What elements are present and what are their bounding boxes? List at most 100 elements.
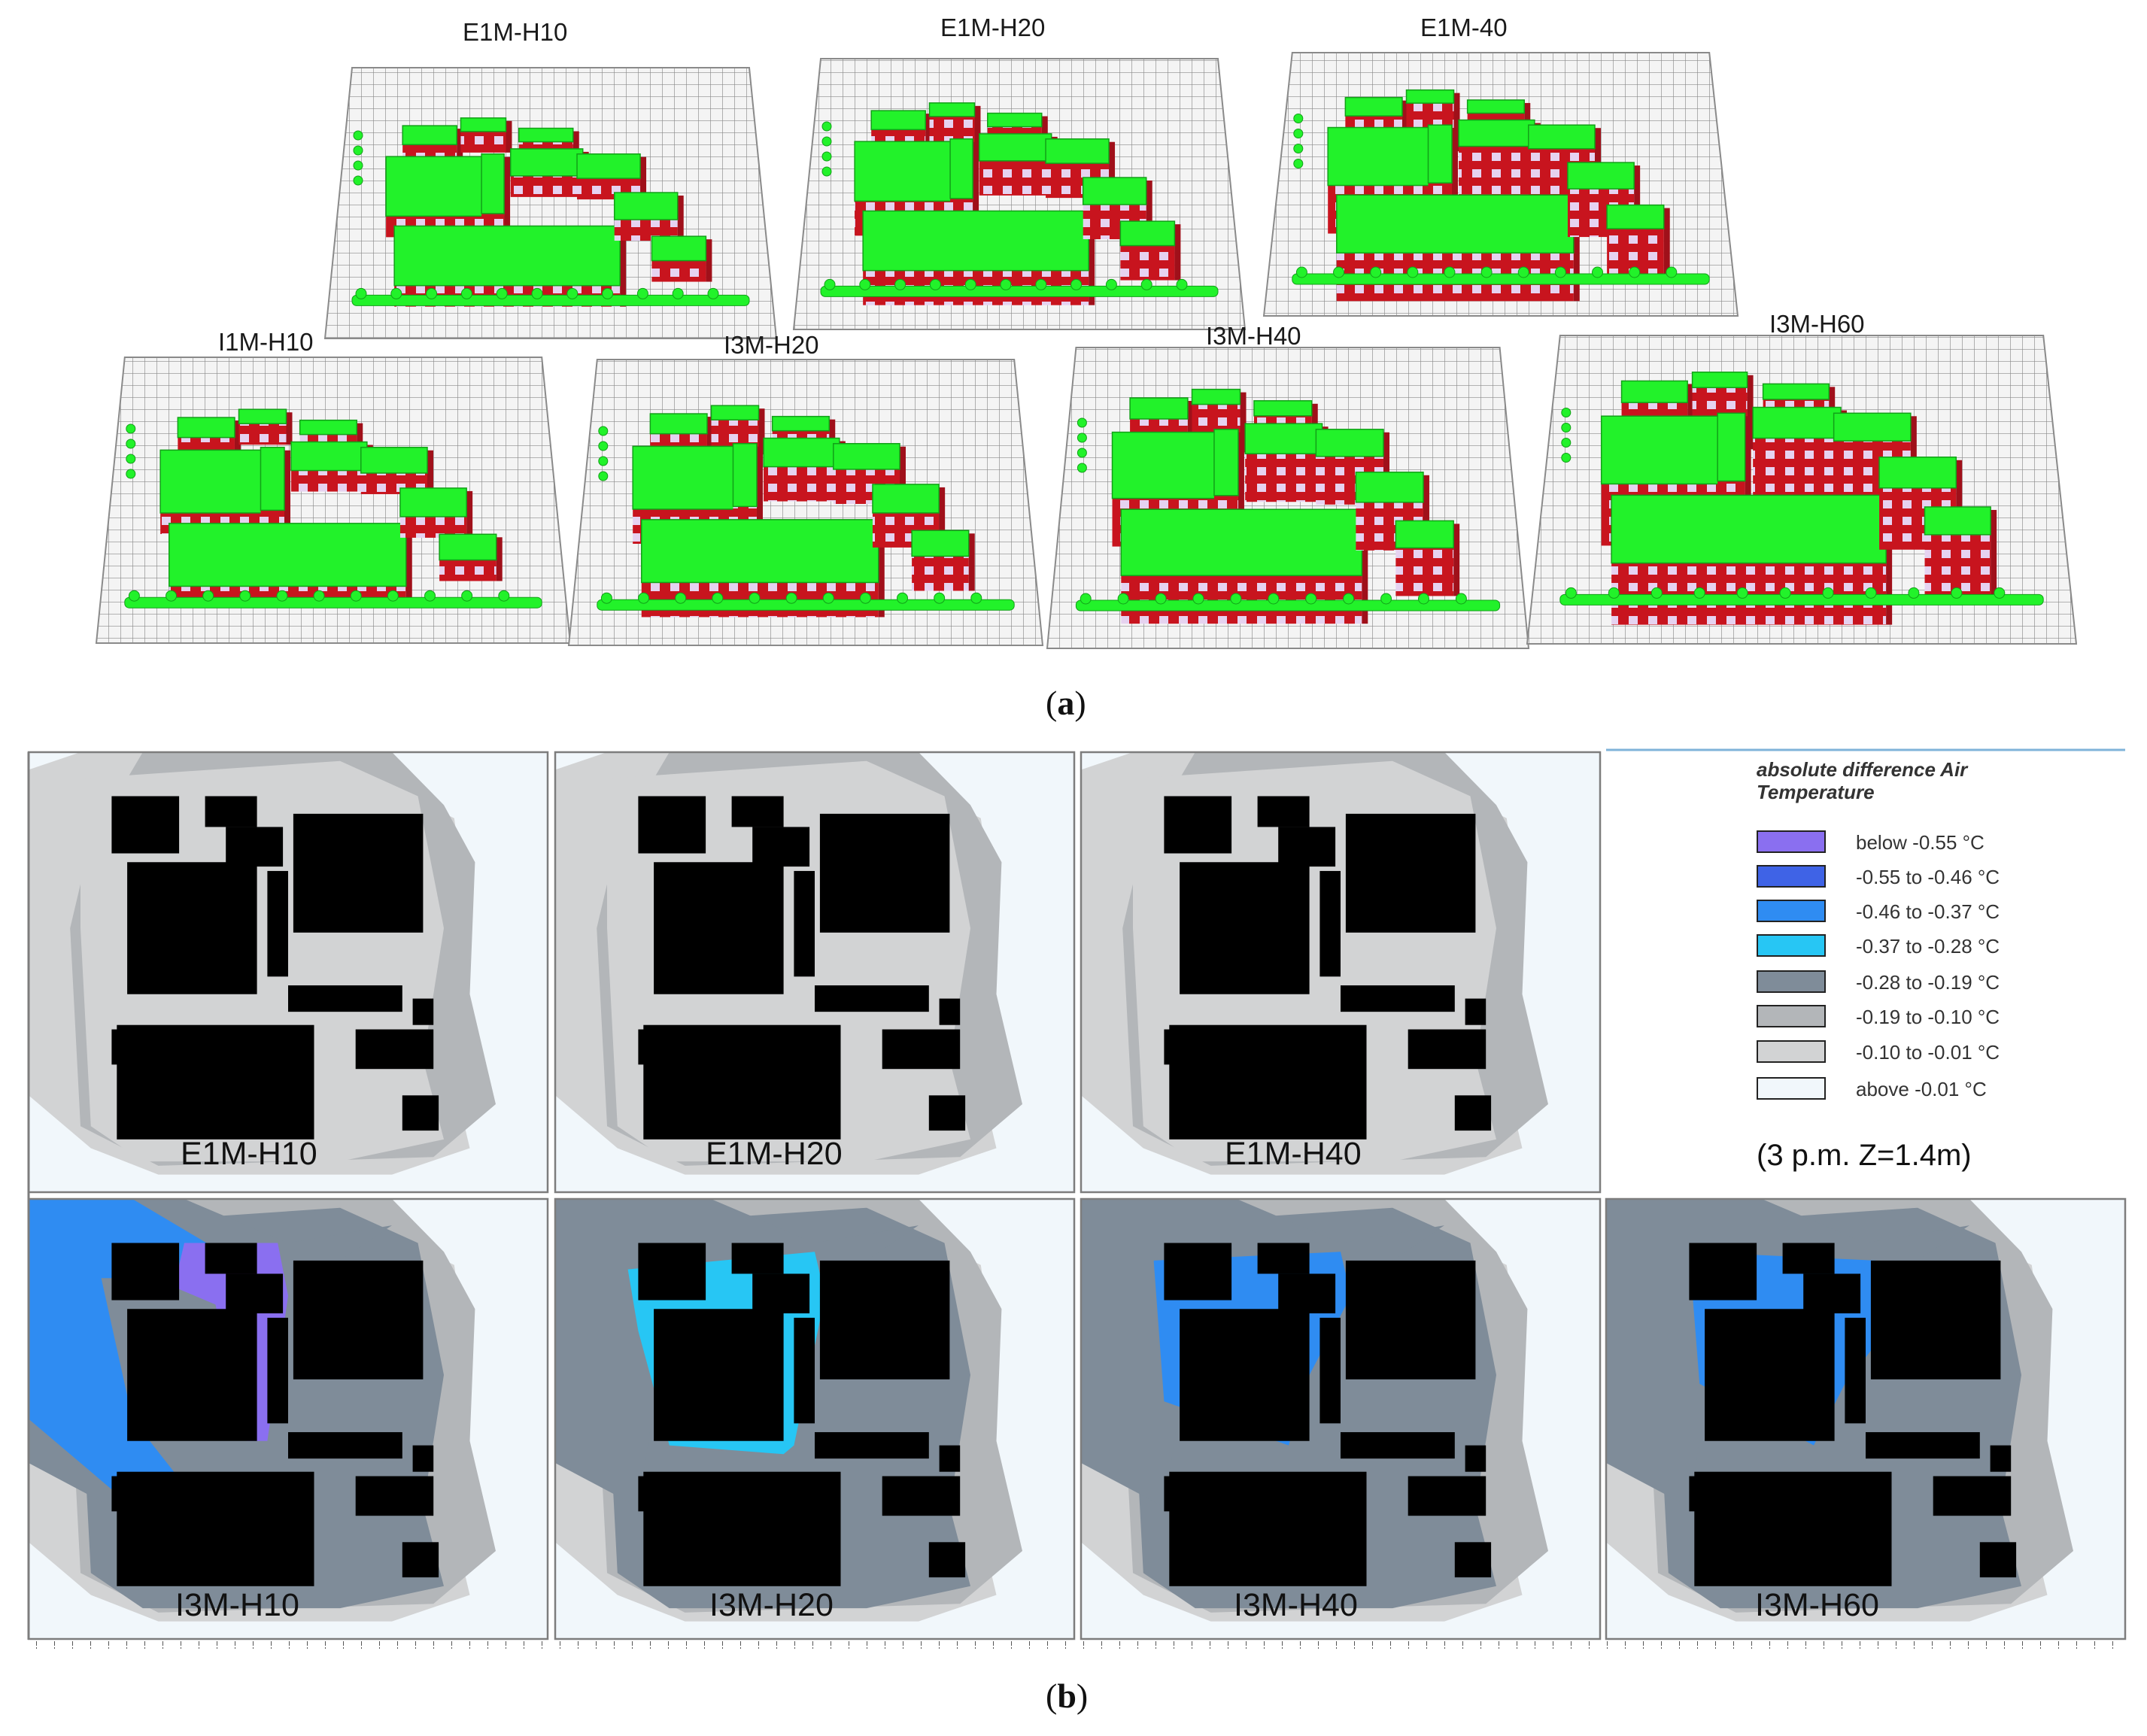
building-side bbox=[1956, 460, 1963, 550]
building-side bbox=[1146, 181, 1152, 240]
tree-icon bbox=[313, 590, 325, 602]
building-footprint bbox=[794, 1317, 815, 1424]
figure-b-heatmap-panels bbox=[27, 748, 2127, 1649]
building-side bbox=[284, 450, 290, 532]
building-wall bbox=[1395, 548, 1454, 596]
building-footprint bbox=[1169, 1024, 1367, 1140]
tree-icon bbox=[638, 592, 650, 604]
building-footprint bbox=[1341, 985, 1455, 1012]
building-footprint bbox=[1289, 1309, 1310, 1441]
heatmap-panel bbox=[1080, 1197, 1602, 1640]
tree-icon bbox=[1561, 423, 1572, 432]
tree-icon bbox=[1994, 587, 2006, 599]
tree-icon bbox=[424, 590, 436, 602]
figure-a-3d-scenes bbox=[95, 52, 2078, 649]
tree-icon bbox=[1000, 278, 1012, 290]
building-roof bbox=[1244, 423, 1323, 454]
building-footprint bbox=[355, 1476, 434, 1516]
panel-frame bbox=[554, 1197, 1076, 1640]
building-roof bbox=[1082, 177, 1147, 205]
building-footprint bbox=[226, 827, 284, 867]
tree-icon bbox=[1417, 593, 1429, 605]
tree-icon bbox=[929, 278, 941, 290]
building-footprint bbox=[638, 1243, 706, 1300]
tree-icon bbox=[1140, 278, 1152, 290]
building-side bbox=[706, 239, 712, 282]
building-footprint bbox=[117, 1471, 314, 1586]
panel-frame bbox=[554, 751, 1076, 1194]
building-roof bbox=[1315, 429, 1384, 457]
tree-icon bbox=[598, 471, 609, 481]
building-side bbox=[973, 141, 979, 233]
tree-icon bbox=[353, 160, 363, 171]
building-roof bbox=[169, 523, 407, 587]
building-footprint bbox=[763, 1309, 784, 1441]
tree-icon bbox=[1077, 417, 1087, 428]
scene-3d-model bbox=[1046, 347, 1530, 649]
building-wall bbox=[291, 470, 367, 492]
building-footprint bbox=[1465, 998, 1487, 1025]
tree-icon bbox=[1736, 587, 1748, 599]
building-footprint bbox=[288, 985, 402, 1012]
tree-icon bbox=[636, 287, 648, 299]
building-footprint bbox=[763, 862, 784, 994]
building-side bbox=[899, 446, 906, 504]
building-roof bbox=[1691, 372, 1748, 389]
tree-icon bbox=[1293, 129, 1304, 138]
panel-label-i3m-h10: I3M-H10 bbox=[175, 1587, 299, 1623]
building-roof bbox=[1528, 124, 1596, 150]
building-roof bbox=[290, 441, 368, 472]
tree-icon bbox=[1865, 587, 1877, 599]
heatmap-panel bbox=[27, 751, 549, 1194]
tree-icon bbox=[1561, 453, 1572, 463]
building-wall bbox=[439, 560, 497, 581]
tree-icon bbox=[531, 287, 543, 299]
building-footprint bbox=[819, 813, 950, 933]
tree-icon bbox=[126, 454, 136, 464]
building-roof bbox=[911, 530, 970, 557]
building-side bbox=[974, 105, 981, 151]
tree-icon bbox=[1293, 114, 1304, 123]
tree-row bbox=[597, 599, 1015, 611]
building-roof bbox=[576, 153, 641, 179]
tree-icon bbox=[426, 287, 438, 299]
building-wall bbox=[510, 175, 583, 197]
building-roof bbox=[1762, 383, 1830, 400]
building-footprint bbox=[882, 1029, 961, 1070]
scene-3d-model bbox=[323, 67, 778, 339]
tree-icon bbox=[126, 469, 136, 479]
tree-icon bbox=[1293, 144, 1304, 153]
building-side bbox=[1383, 432, 1389, 505]
tree-icon bbox=[1480, 266, 1493, 278]
tree-icon bbox=[675, 592, 687, 604]
heatmap-panel bbox=[1605, 1197, 2127, 1640]
tree-row bbox=[124, 596, 542, 609]
legend-label: -0.46 to -0.37 °C bbox=[1856, 900, 2000, 923]
heatmap-panel bbox=[554, 751, 1076, 1194]
building-roof bbox=[763, 437, 840, 468]
building-footprint bbox=[402, 1095, 439, 1131]
tree-icon bbox=[1176, 278, 1188, 290]
tree-icon bbox=[1035, 278, 1047, 290]
building-side bbox=[572, 131, 579, 163]
tree-icon bbox=[350, 590, 362, 602]
building-footprint bbox=[643, 1024, 841, 1140]
tree-icon bbox=[598, 426, 609, 436]
building-roof bbox=[1924, 506, 1991, 536]
tree-icon bbox=[355, 287, 367, 299]
building-footprint bbox=[638, 796, 706, 854]
building-roof bbox=[460, 117, 507, 132]
tree-icon bbox=[1951, 587, 1963, 599]
tree-icon bbox=[1908, 587, 1920, 599]
tree-icon bbox=[1305, 593, 1317, 605]
building-side bbox=[1663, 208, 1670, 278]
tree-icon bbox=[1230, 593, 1242, 605]
tree-icon bbox=[1077, 448, 1087, 458]
building-side bbox=[1089, 214, 1095, 305]
tree-icon bbox=[1693, 587, 1705, 599]
building-footprint bbox=[1341, 1432, 1455, 1459]
caption-a: (a) bbox=[1046, 684, 1086, 722]
building-side bbox=[496, 537, 503, 581]
legend-title: absolute difference Air Temperature bbox=[1757, 758, 1968, 803]
building-side bbox=[466, 490, 473, 538]
